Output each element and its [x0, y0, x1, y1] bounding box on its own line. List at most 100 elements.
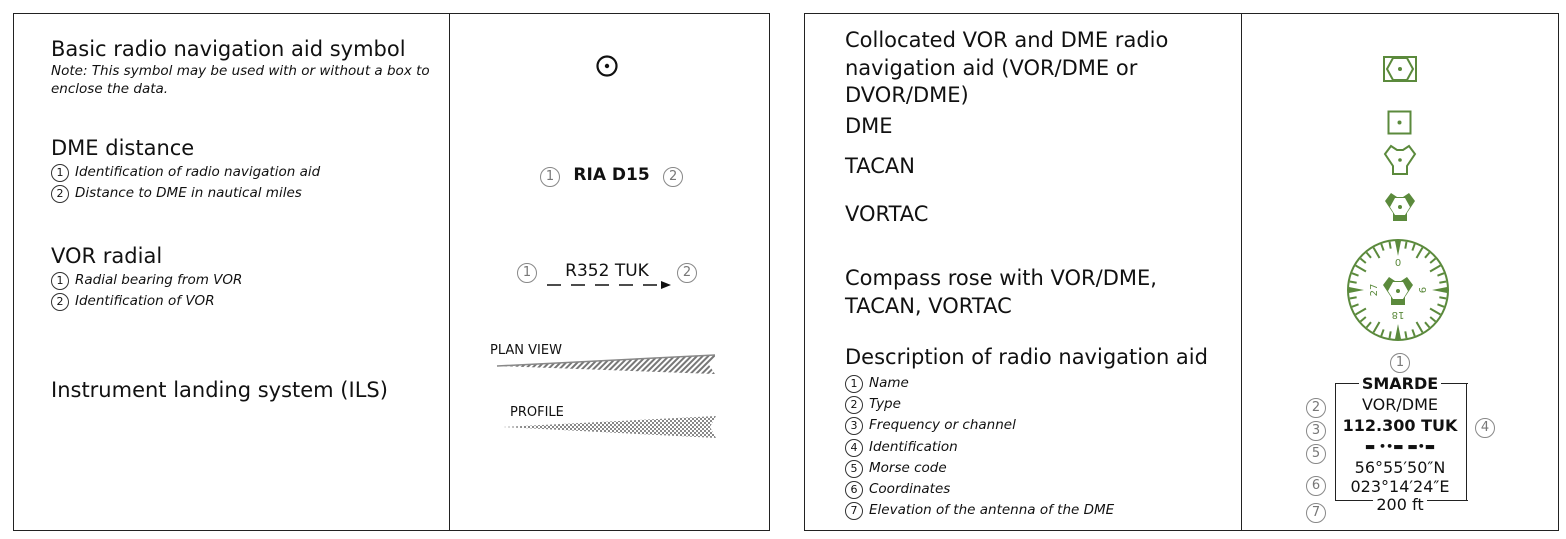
tacan-label: TACAN [845, 154, 915, 178]
num: 6 [845, 481, 863, 500]
label: Type [869, 396, 901, 413]
num-2: 2 [51, 185, 69, 203]
num-6: 6 [1306, 476, 1326, 496]
collocated-title: Collocated VOR and DME radio navigation a… [845, 27, 1168, 110]
vortac-label: VORTAC [845, 202, 929, 226]
label: Coordinates [869, 481, 951, 498]
compass-tick [1404, 331, 1408, 339]
compass-tick [1365, 251, 1372, 259]
basic-title: Basic radio navigation aid symbol [51, 37, 406, 61]
profile-label: PROFILE [510, 405, 564, 420]
num-2: 2 [677, 263, 697, 283]
compass-tick [1415, 247, 1424, 259]
label: Frequency or channel [869, 417, 1016, 434]
compass-tick [1359, 316, 1367, 323]
vor-title: VOR radial [51, 244, 163, 268]
num-1: 1 [51, 164, 69, 182]
cardinal-pointer [1349, 287, 1364, 293]
num: 7 [845, 502, 863, 521]
num-4: 4 [1475, 418, 1495, 438]
compass-tick [1349, 296, 1357, 300]
latitude: 56°55′50″N [1354, 458, 1446, 477]
tacan-icon [1383, 144, 1417, 175]
desc-item: 4 Identification [845, 437, 1114, 458]
line: TACAN, VORTAC [845, 293, 1012, 318]
compass-tick [1380, 329, 1385, 337]
compass-tick [1429, 307, 1441, 316]
compass-tick [1424, 251, 1431, 259]
vor-dme-icon [1383, 56, 1417, 82]
basic-note: Note: This symbol may be used with or wi… [51, 63, 430, 79]
compass-tick [1355, 307, 1367, 316]
compass-tick [1411, 243, 1416, 251]
num-1: 1 [517, 263, 537, 283]
dme-example-text: RIA D15 [573, 165, 650, 185]
compass-tick [1411, 329, 1416, 337]
compass-tick [1424, 321, 1431, 329]
cardinal-pointer [1395, 241, 1401, 256]
label: Elevation of the antenna of the DME [869, 502, 1115, 519]
divider [449, 14, 450, 530]
compass-tick [1372, 247, 1381, 259]
compass-tick [1349, 280, 1357, 284]
longitude: 023°14′24″E [1350, 477, 1450, 496]
desc-item: 7 Elevation of the antenna of the DME [845, 500, 1114, 521]
dme-item-label: Identification of radio navigation aid [75, 164, 321, 180]
ils-title: Instrument landing system (ILS) [51, 378, 388, 402]
left-panel [13, 13, 770, 531]
vor-item-2: 2 Identification of VOR [51, 293, 215, 311]
description-title: Description of radio navigation aid [845, 345, 1208, 369]
vor-example-text: R352 TUK [565, 261, 649, 281]
compass-tick [1380, 243, 1385, 251]
line: navigation aid (VOR/DME or [845, 55, 1138, 80]
desc-item: 3 Frequency or channel [845, 415, 1114, 436]
callout-4: 4 [1475, 416, 1495, 438]
radial-arrow-icon [547, 281, 671, 289]
num-2: 2 [51, 293, 69, 311]
compass-tick [1439, 280, 1447, 284]
dme-icon [1387, 110, 1412, 135]
ils-profile-icon [502, 416, 716, 438]
vor-example: 1 R352 TUK 2 [517, 261, 697, 283]
compass-tick [1388, 331, 1392, 339]
num-3: 3 [1306, 421, 1326, 441]
vor-item-label: Identification of VOR [75, 293, 215, 309]
num-1: 1 [51, 272, 69, 290]
dme-label: DME [845, 114, 893, 138]
line: Collocated VOR and DME radio [845, 28, 1169, 52]
compass-rose-icon: 0 9 18 27 [1347, 239, 1449, 341]
compass-tick [1351, 272, 1359, 277]
compass-tick [1429, 264, 1441, 273]
compass-label-18: 18 [1392, 309, 1405, 320]
morse-code: ▬ ••▬ ▬•▬ [1364, 440, 1436, 453]
divider [1241, 14, 1242, 530]
vor-item-label: Radial bearing from VOR [75, 272, 243, 288]
dme-item-1: 1 Identification of radio navigation aid [51, 164, 320, 182]
num-7: 7 [1306, 503, 1326, 523]
dme-title: DME distance [51, 136, 195, 160]
compass-tick [1372, 321, 1381, 333]
label: Identification [869, 438, 958, 455]
compass-label-0: 0 [1395, 258, 1401, 269]
compass-label-9: 9 [1416, 287, 1427, 293]
basic-note-2: enclose the data. [51, 81, 169, 97]
compass-tick [1437, 303, 1445, 308]
num: 3 [845, 417, 863, 436]
vortac-icon [1385, 193, 1415, 221]
description-example: SMARDE VOR/DME 112.300 TUK ▬ ••▬ ▬•▬ 56°… [1330, 373, 1470, 514]
right-panel [804, 13, 1559, 531]
num: 4 [845, 438, 863, 457]
station-type: VOR/DME [1362, 395, 1438, 414]
num-1: 1 [540, 167, 560, 187]
compass-tick [1439, 296, 1447, 300]
compass-tick [1355, 264, 1367, 273]
compass-tick [1365, 321, 1372, 329]
line: DVOR/DME) [845, 83, 969, 107]
station-frequency: 112.300 TUK [1342, 416, 1458, 435]
compass-tick [1415, 321, 1424, 333]
